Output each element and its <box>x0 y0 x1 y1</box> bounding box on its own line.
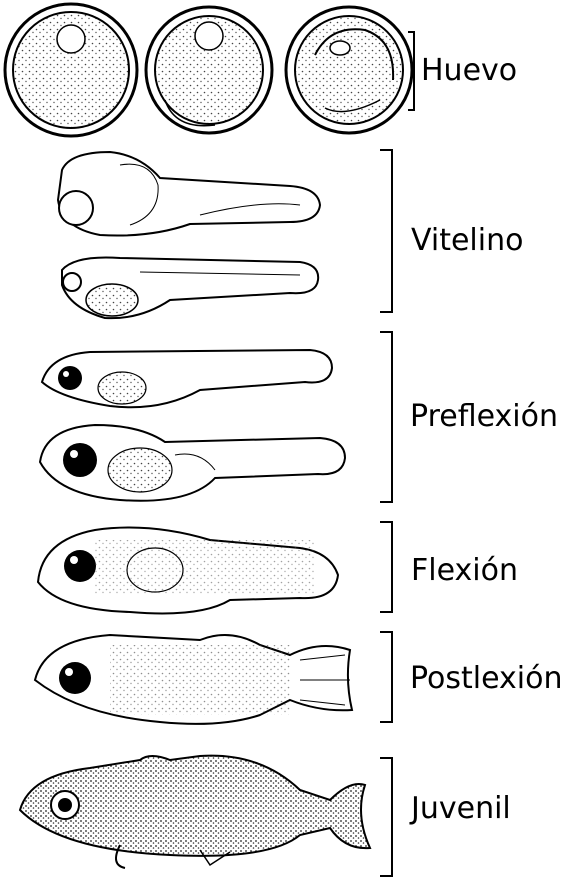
postflexion-fish <box>35 635 352 724</box>
flexion-larva <box>38 528 338 614</box>
label-postflexion: Postlexión <box>410 664 563 694</box>
bracket-postflexion <box>380 632 392 722</box>
bracket-preflexion <box>380 332 392 502</box>
preflexion-larva-2 <box>40 425 345 501</box>
yolk-larva-2 <box>62 258 318 319</box>
egg-stage-3 <box>286 7 412 133</box>
bracket-flexion <box>380 522 392 612</box>
egg-stage-2 <box>146 7 272 133</box>
preflexion-larva-1 <box>42 350 332 407</box>
yolk-larva-1 <box>58 152 320 236</box>
egg-stage-1 <box>5 4 137 136</box>
label-juvenil: Juvenil <box>411 794 511 824</box>
bracket-vitelino <box>380 150 392 312</box>
bracket-juvenil <box>380 758 392 876</box>
label-vitelino: Vitelino <box>411 226 523 256</box>
label-flexion: Flexión <box>411 556 518 586</box>
juvenile-fish <box>20 756 370 868</box>
label-huevo: Huevo <box>421 56 517 86</box>
label-preflexion: Preflexión <box>410 402 558 432</box>
